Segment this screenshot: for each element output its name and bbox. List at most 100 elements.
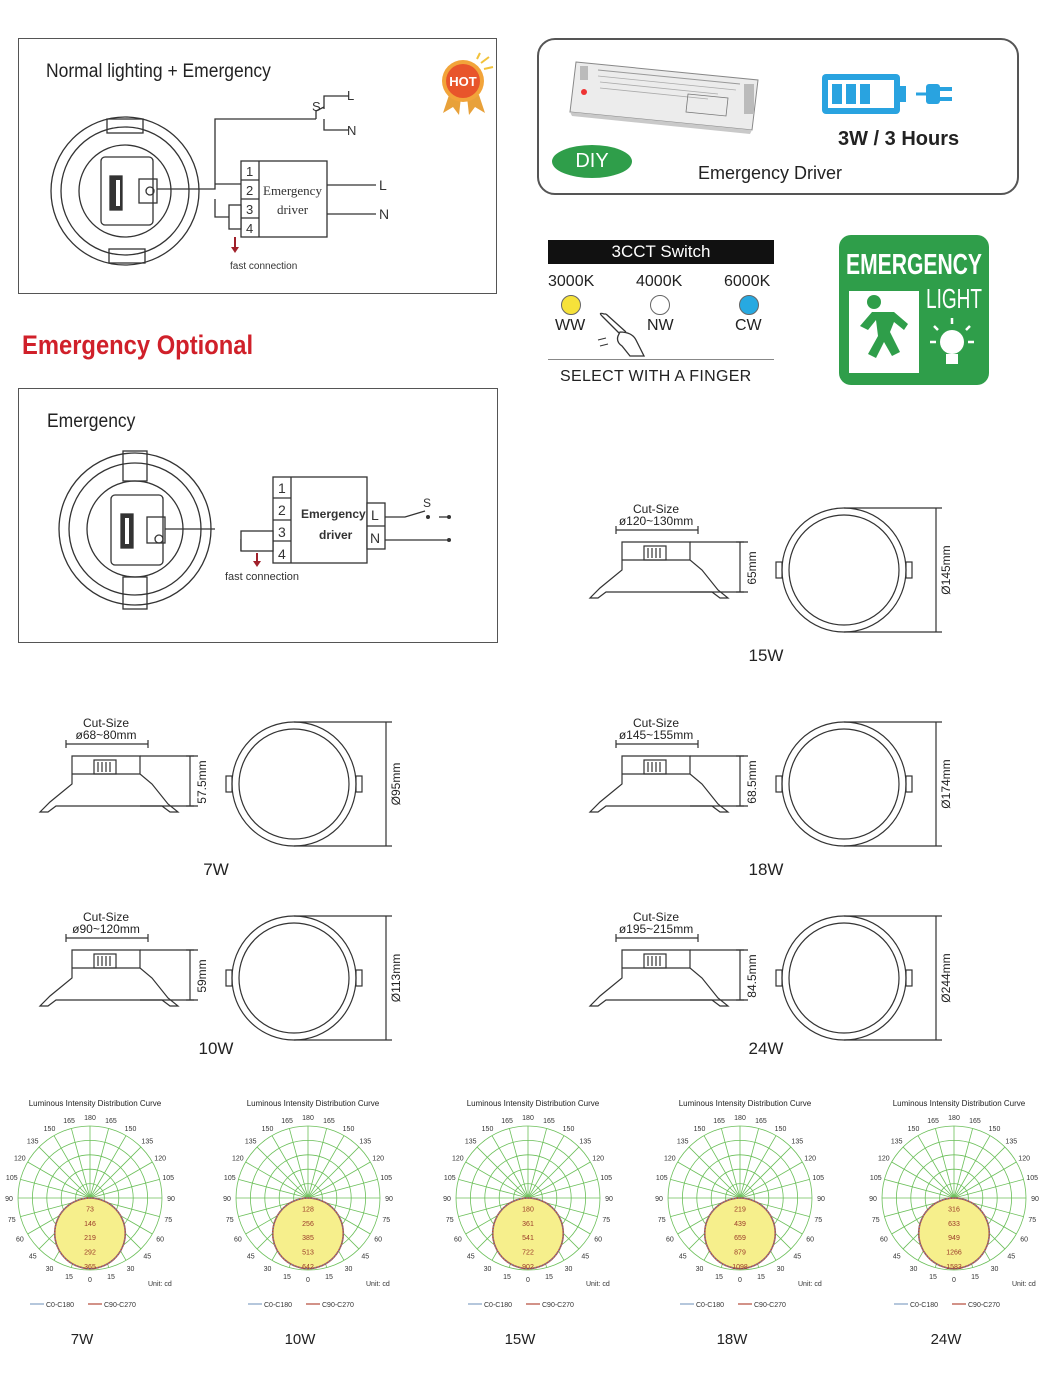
cut-size-value: ø120~130mm: [619, 514, 693, 528]
polar-angle-label: 15: [65, 1274, 73, 1281]
hot-badge-text: HOT: [449, 74, 477, 89]
polar-angle-label: 135: [891, 1139, 903, 1146]
wiring-normal-panel: Normal lighting + Emergency HOT: [18, 38, 497, 294]
polar-curve-fill: [54, 1198, 126, 1269]
cct-divider: [548, 359, 774, 360]
polar-angle-label: 150: [44, 1126, 56, 1133]
polar-chart-7w: Luminous Intensity Distribution Curve015…: [5, 1099, 175, 1348]
polar-radial-value: 1583: [946, 1264, 962, 1271]
height-value: 59mm: [195, 959, 209, 992]
terminal-2: 2: [246, 183, 253, 198]
cct-code-ww: WW: [555, 317, 586, 334]
polar-angle-label: 60: [16, 1237, 24, 1244]
cct-dot-ww[interactable]: [561, 295, 581, 315]
polar-radial-value: 722: [522, 1250, 534, 1257]
polar-angle-label: 150: [694, 1126, 706, 1133]
polar-angle-label: 135: [791, 1139, 803, 1146]
polar-angle-label: 135: [359, 1139, 371, 1146]
polar-angle-label: 165: [969, 1118, 981, 1125]
terminal-3: 3: [246, 202, 253, 217]
polar-angle-label: 0: [306, 1277, 310, 1284]
emergency-driver-caption: Emergency Driver: [698, 163, 843, 183]
diy-badge: DIY: [552, 145, 632, 178]
polar-angle-label: 150: [908, 1126, 920, 1133]
battery-plug-icon: [822, 74, 952, 114]
polar-radial-value: 659: [734, 1235, 746, 1242]
diameter-value: Ø174mm: [939, 759, 953, 808]
polar-angle-label: 75: [446, 1217, 454, 1224]
polar-angle-label: 75: [8, 1217, 16, 1224]
polar-watt-label: 10W: [285, 1331, 317, 1348]
polar-title: Luminous Intensity Distribution Curve: [679, 1099, 812, 1108]
polar-unit: Unit: cd: [366, 1281, 390, 1288]
polar-title: Luminous Intensity Distribution Curve: [893, 1099, 1026, 1108]
polar-angle-label: 45: [143, 1253, 151, 1260]
polar-curve-fill: [704, 1198, 776, 1269]
polar-angle-label: 75: [1028, 1217, 1036, 1224]
polar-angle-label: 60: [454, 1237, 462, 1244]
polar-radial-value: 541: [522, 1235, 534, 1242]
driver-label-line2: driver: [319, 528, 353, 542]
polar-radial-value: 513: [302, 1250, 314, 1257]
polar-radial-value: 633: [948, 1221, 960, 1228]
polar-angle-label: 90: [385, 1196, 393, 1203]
polar-angle-label: 90: [1031, 1196, 1039, 1203]
driver-n-label: N: [370, 530, 380, 546]
polar-angle-label: 105: [162, 1175, 174, 1182]
polar-angle-label: 90: [605, 1196, 613, 1203]
driver-label-line2: driver: [277, 202, 309, 217]
polar-curve-fill: [272, 1198, 344, 1269]
cut-size-value: ø68~80mm: [75, 728, 136, 742]
polar-angle-label: 135: [141, 1139, 153, 1146]
polar-angle-label: 15: [503, 1274, 511, 1281]
polar-angle-label: 60: [666, 1237, 674, 1244]
polar-angle-label: 45: [247, 1253, 255, 1260]
polar-angle-label: 120: [664, 1156, 676, 1163]
polar-angle-label: 75: [814, 1217, 822, 1224]
polar-angle-label: 105: [444, 1175, 456, 1182]
cct-dot-cw[interactable]: [739, 295, 759, 315]
polar-angle-label: 0: [88, 1277, 92, 1284]
polar-curve-c0-c180: [54, 1197, 126, 1270]
polar-angle-label: 30: [127, 1266, 135, 1273]
polar-curve-c0-c180: [918, 1197, 990, 1270]
polar-angle-label: 120: [804, 1156, 816, 1163]
polar-angle-label: 90: [817, 1196, 825, 1203]
polar-angle-label: 30: [264, 1266, 272, 1273]
polar-angle-label: 45: [1007, 1253, 1015, 1260]
cct-code-nw: NW: [647, 317, 674, 334]
polar-angle-label: 45: [793, 1253, 801, 1260]
polar-angle-label: 180: [948, 1115, 960, 1122]
height-value: 68.5mm: [745, 760, 759, 803]
polar-angle-label: 165: [755, 1118, 767, 1125]
polar-angle-label: 135: [677, 1139, 689, 1146]
polar-angle-label: 0: [952, 1277, 956, 1284]
polar-angle-label: 165: [543, 1118, 555, 1125]
polar-radial-value: 316: [948, 1206, 960, 1213]
wiring-normal-title: Normal lighting + Emergency: [46, 61, 271, 82]
product-watt-label: 18W: [749, 860, 784, 879]
polar-angle-label: 30: [565, 1266, 573, 1273]
cct-dot-nw[interactable]: [650, 295, 670, 315]
polar-angle-label: 150: [343, 1126, 355, 1133]
line-l-label: L: [347, 88, 354, 103]
cut-size-value: ø145~155mm: [619, 728, 693, 742]
polar-angle-label: 165: [713, 1118, 725, 1125]
legend-c0-label: C0-C180: [696, 1302, 724, 1309]
polar-angle-label: 75: [164, 1217, 172, 1224]
polar-angle-label: 135: [579, 1139, 591, 1146]
polar-angle-label: 30: [46, 1266, 54, 1273]
polar-chart-15w: Luminous Intensity Distribution Curve015…: [443, 1099, 613, 1348]
diameter-value: Ø113mm: [389, 954, 403, 1002]
polar-unit: Unit: cd: [1012, 1281, 1036, 1288]
polar-curve-c0-c180: [704, 1197, 776, 1270]
polar-angle-label: 180: [522, 1115, 534, 1122]
polar-angle-label: 105: [224, 1175, 236, 1182]
polar-radial-value: 439: [734, 1221, 746, 1228]
driver-label-line1: Emergency: [301, 507, 366, 521]
legend-c0-label: C0-C180: [264, 1302, 292, 1309]
polar-chart-10w: Luminous Intensity Distribution Curve015…: [223, 1099, 393, 1348]
polar-radial-value: 73: [86, 1206, 94, 1213]
